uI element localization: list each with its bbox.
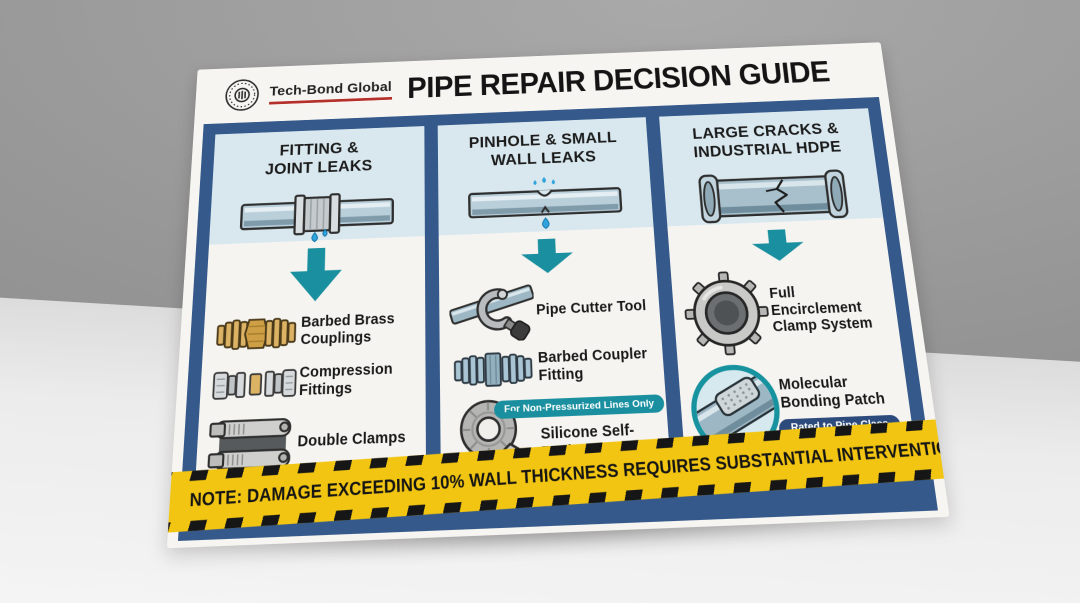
tech-bond-seal-icon: [223, 78, 261, 113]
column-2-header: PINHOLE & SMALL WALL LEAKS: [437, 117, 654, 236]
poster-title: PIPE REPAIR DECISION GUIDE: [406, 54, 831, 105]
decision-columns: FITTING & JOINT LEAKS: [194, 108, 918, 494]
column-1-header: FITTING & JOINT LEAKS: [208, 126, 425, 245]
column-3-items: Full Encirclement Clamp System: [671, 264, 917, 473]
poster-board: Tech-Bond Global PIPE REPAIR DECISION GU…: [166, 42, 950, 549]
down-arrow-icon: [521, 238, 574, 274]
list-item: For Non-Pressurized Lines Only Silicone …: [448, 391, 666, 469]
barbed-coupler-icon: [448, 347, 539, 392]
barbed-brass-coupling-icon: [211, 310, 302, 358]
column-2-items: Pipe Cutter Tool: [439, 277, 672, 484]
tape-roll-icon: [448, 396, 541, 469]
cracked-hdpe-pipe-illustration: [684, 161, 863, 230]
down-arrow-icon: [751, 229, 806, 262]
brand-name: Tech-Bond Global: [269, 78, 392, 105]
pipe-cutter-icon: [447, 282, 537, 344]
decision-panel: FITTING & JOINT LEAKS: [177, 97, 938, 541]
column-large-cracks-industrial-hdpe: LARGE CRACKS & INDUSTRIAL HDPE: [659, 108, 918, 474]
leaking-joint-pipe-illustration: [230, 180, 404, 250]
list-item: Barbed Coupler Fitting: [448, 342, 659, 392]
encirclement-clamp-icon: [679, 269, 776, 357]
column-3-header: LARGE CRACKS & INDUSTRIAL HDPE: [659, 108, 884, 226]
list-item: Pipe Cutter Tool: [447, 277, 656, 344]
list-item: Barbed Brass Couplings: [211, 305, 419, 358]
pinhole-leak-pipe-illustration: [459, 177, 634, 240]
list-item: Compression Fittings: [208, 357, 419, 407]
list-item: Molecular Bonding Patch Rated to Pipe Cl…: [686, 356, 909, 458]
column-pinhole-small-wall-leaks: PINHOLE & SMALL WALL LEAKS: [437, 117, 672, 484]
column-1-items: Barbed Brass Couplings: [195, 305, 426, 492]
bonding-patch-icon: [686, 361, 786, 459]
list-item: Full Encirclement Clamp System: [679, 265, 895, 358]
down-arrow-icon: [289, 247, 342, 302]
column-fitting-joint-leaks: FITTING & JOINT LEAKS: [194, 126, 426, 494]
compression-fittings-icon: [208, 362, 300, 407]
